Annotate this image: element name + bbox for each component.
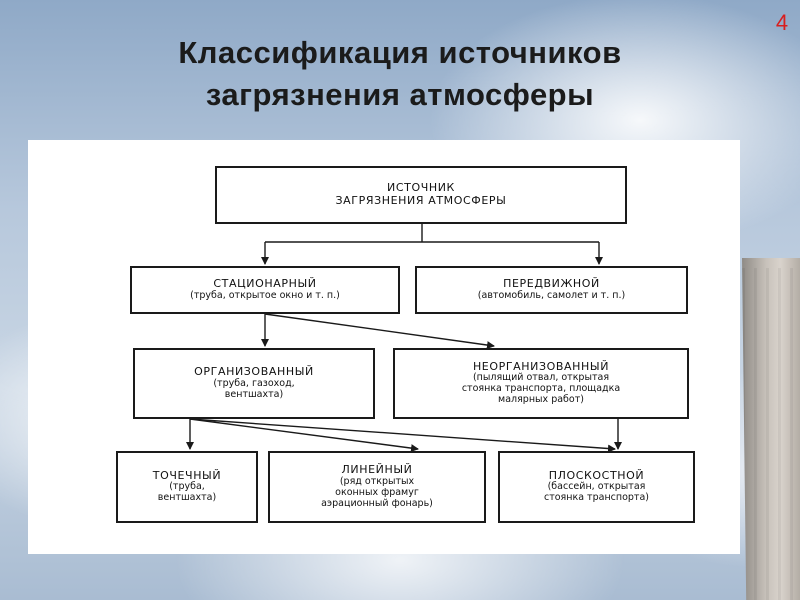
linear-box-desc-line-2: оконных фрамуг (335, 486, 419, 498)
slide-number: 4 (775, 10, 789, 35)
area-box-desc-line-1: (бассейн, открытая (547, 481, 646, 493)
connector-root-branch (265, 224, 599, 243)
connector-organized-linear (189, 418, 419, 453)
linear-box: ЛИНЕЙНЫЙ (ряд открытых оконных фрамуг аэ… (268, 451, 486, 523)
point-box: ТОЧЕЧНЫЙ (труба, вентшахта) (116, 451, 258, 523)
unorganized-box-desc-line-3: малярных работ) (498, 394, 584, 406)
connector-organized-area (189, 418, 616, 453)
slide-title: Классификация источников загрязнения атм… (40, 32, 760, 116)
unorganized-box-desc-line-2: стоянка транспорта, площадка (461, 383, 621, 395)
point-box-desc-line-1: (труба, (169, 481, 205, 493)
organized-box: ОРГАНИЗОВАННЫЙ (труба, газоход, вентшахт… (133, 348, 375, 419)
area-box: ПЛОСКОСТНОЙ (бассейн, открытая стоянка т… (498, 451, 695, 523)
root-box-title-line-2: ЗАГРЯЗНЕНИЯ АТМОСФЕРЫ (335, 194, 507, 207)
mobile-box-title: ПЕРЕДВИЖНОЙ (503, 277, 600, 291)
organized-box-desc-line-1: (труба, газоход, (213, 377, 295, 389)
unorganized-box-title: НЕОРГАНИЗОВАННЫЙ (472, 359, 610, 373)
stationary-box: СТАЦИОНАРНЫЙ (труба, открытое окно и т. … (130, 266, 400, 314)
slide-title-line-1: Классификация источников (178, 35, 622, 70)
root-box-title-line-1: ИСТОЧНИК (387, 181, 455, 195)
linear-box-desc-line-1: (ряд открытых (339, 475, 415, 487)
point-box-title: ТОЧЕЧНЫЙ (152, 468, 222, 482)
diagram-connectors (186, 224, 622, 453)
cooling-tower-background (742, 258, 800, 600)
root-box: ИСТОЧНИК ЗАГРЯЗНЕНИЯ АТМОСФЕРЫ (215, 166, 627, 224)
connector-stationary-unorganized (264, 313, 495, 349)
mobile-box: ПЕРЕДВИЖНОЙ (автомобиль, самолет и т. п.… (415, 266, 688, 314)
linear-box-desc-line-3: аэрационный фонарь) (321, 497, 433, 509)
unorganized-box-desc-line-1: (пылящий отвал, открытая (472, 372, 610, 384)
point-box-desc-line-2: вентшахта) (157, 492, 217, 504)
mobile-box-desc: (автомобиль, самолет и т. п.) (477, 289, 626, 301)
unorganized-box: НЕОРГАНИЗОВАННЫЙ (пылящий отвал, открыта… (393, 348, 689, 419)
classification-diagram: ИСТОЧНИК ЗАГРЯЗНЕНИЯ АТМОСФЕРЫ СТАЦИОНАР… (28, 140, 740, 554)
stationary-box-title: СТАЦИОНАРНЫЙ (213, 277, 317, 291)
stationary-box-desc: (труба, открытое окно и т. п.) (190, 289, 340, 301)
organized-box-title: ОРГАНИЗОВАННЫЙ (194, 365, 314, 379)
area-box-desc-line-2: стоянка транспорта) (543, 492, 649, 504)
organized-box-desc-line-2: вентшахта) (224, 388, 284, 400)
area-box-title: ПЛОСКОСТНОЙ (548, 468, 645, 482)
linear-box-title: ЛИНЕЙНЫЙ (341, 463, 413, 477)
slide-title-line-2: загрязнения атмосферы (205, 77, 595, 112)
